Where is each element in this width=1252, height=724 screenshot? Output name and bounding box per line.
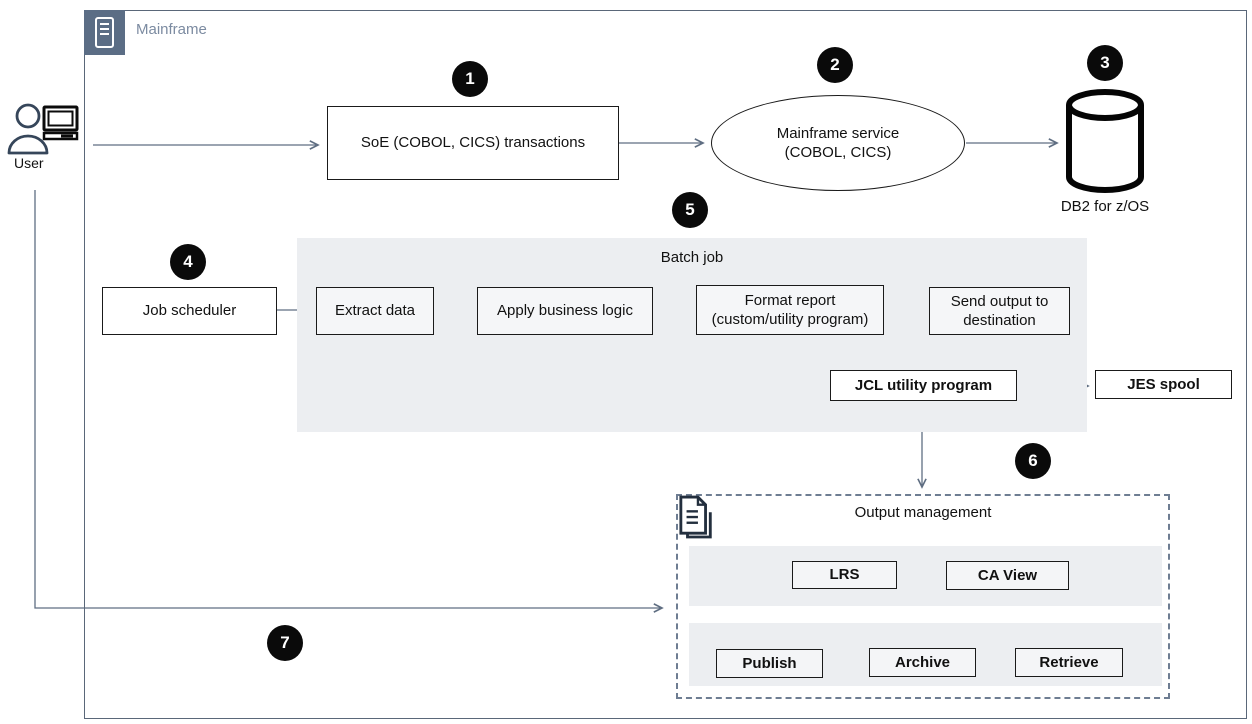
jcl-utility-program-node: JCL utility program <box>830 370 1017 401</box>
extract-data-label: Extract data <box>334 302 416 320</box>
apply-business-logic-node: Apply business logic <box>477 287 653 335</box>
step-badge-7: 7 <box>267 625 303 661</box>
send-output-label: Send output to destination <box>950 292 1049 330</box>
send-output-node: Send output to destination <box>929 287 1070 335</box>
step-badge-4: 4 <box>170 244 206 280</box>
soe-transactions-label: SoE (COBOL, CICS) transactions <box>360 134 586 152</box>
archive-node: Archive <box>869 648 976 677</box>
job-scheduler-node: Job scheduler <box>102 287 277 335</box>
user-icon <box>4 96 84 163</box>
retrieve-label: Retrieve <box>1039 653 1099 671</box>
job-scheduler-label: Job scheduler <box>142 302 237 320</box>
publish-node: Publish <box>716 649 823 678</box>
format-report-node: Format report (custom/utility program) <box>696 285 884 335</box>
lrs-label: LRS <box>829 566 860 584</box>
jes-spool-node: JES spool <box>1095 370 1232 399</box>
format-report-label: Format report (custom/utility program) <box>711 291 869 329</box>
batch-job-panel <box>297 238 1087 432</box>
mainframe-service-label: Mainframe service (COBOL, CICS) <box>776 124 900 162</box>
ca-view-label: CA View <box>977 566 1038 584</box>
apply-business-logic-label: Apply business logic <box>497 302 633 320</box>
step-badge-5: 5 <box>672 192 708 228</box>
jes-spool-label: JES spool <box>1127 375 1200 393</box>
mainframe-icon <box>84 10 125 55</box>
ca-view-node: CA View <box>946 561 1069 590</box>
extract-data-node: Extract data <box>316 287 434 335</box>
db2-label: DB2 for z/OS <box>1060 198 1150 215</box>
documents-icon <box>678 495 716 546</box>
batch-job-title: Batch job <box>660 249 724 266</box>
archive-label: Archive <box>894 653 951 671</box>
step-badge-2: 2 <box>817 47 853 83</box>
retrieve-node: Retrieve <box>1015 648 1123 677</box>
output-management-title: Output management <box>854 504 992 521</box>
soe-transactions-node: SoE (COBOL, CICS) transactions <box>327 106 619 180</box>
step-badge-1: 1 <box>452 61 488 97</box>
database-icon <box>1063 88 1147 199</box>
step-badge-3: 3 <box>1087 45 1123 81</box>
mainframe-container-label: Mainframe <box>136 21 207 38</box>
output-tools-band <box>689 546 1162 606</box>
step-badge-6: 6 <box>1015 443 1051 479</box>
jcl-utility-program-label: JCL utility program <box>854 376 993 394</box>
lrs-node: LRS <box>792 561 897 589</box>
mainframe-service-node: Mainframe service (COBOL, CICS) <box>711 95 965 191</box>
user-label: User <box>14 155 44 171</box>
mainframe-container <box>84 10 1247 719</box>
publish-label: Publish <box>742 654 797 672</box>
